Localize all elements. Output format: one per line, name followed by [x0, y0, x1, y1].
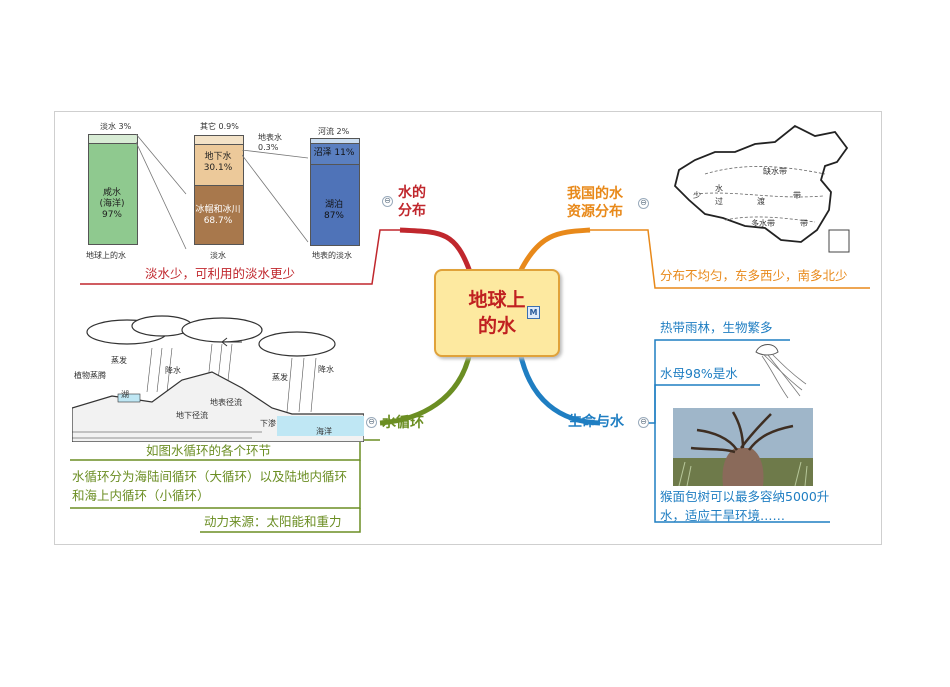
- surface-lake-label: 湖泊 87%: [323, 200, 344, 221]
- baobab-tree-image: [673, 408, 813, 486]
- surface-swamp-label: 沼泽 11%: [313, 148, 355, 158]
- branch-life-label[interactable]: 生命与水: [568, 414, 624, 430]
- link-cycle: [379, 351, 473, 426]
- fresh-ground-segment: [194, 144, 244, 186]
- earth-saline-segment: [88, 143, 138, 245]
- jellyfish-image: [755, 344, 807, 399]
- cycle-note-3: 动力来源：太阳能和重力: [204, 514, 342, 529]
- cycle-note-2: 水循环分为海陆间循环（大循环）以及陆地内循环和海上内循环（小循环）: [72, 469, 348, 503]
- china-map-outline: [674, 124, 850, 253]
- collapse-cycle-icon[interactable]: ⊖: [366, 417, 377, 428]
- fresh-ice-label: 冰帽和冰川 68.7%: [195, 205, 241, 226]
- water-cycle-drawing: [72, 315, 364, 442]
- cycle-label-infiltration: 下渗: [260, 419, 276, 428]
- collapse-distribution-icon[interactable]: ⊖: [382, 196, 393, 207]
- china-map-label-5: 渡: [757, 197, 765, 206]
- cycle-label-transpiration: 植物蒸腾: [74, 371, 106, 380]
- cycle-label-ocean: 海洋: [316, 427, 332, 436]
- china-map-label-4: 过: [715, 197, 723, 206]
- life-note-1: 热带雨林，生物繁多: [660, 320, 773, 335]
- china-note: 分布不均匀，东多西少，南多北少: [660, 268, 848, 283]
- cycle-label-evaporation-1: 蒸发: [111, 356, 127, 365]
- collapse-china-icon[interactable]: ⊖: [638, 198, 649, 209]
- surface-side-label: 地表水 0.3%: [258, 133, 282, 152]
- cycle-label-subsurface-runoff: 地下径流: [176, 411, 208, 420]
- branch-china-label[interactable]: 我国的水 资源分布: [567, 186, 623, 220]
- earth-fresh-top-label: 淡水 3%: [100, 122, 132, 131]
- life-note-2: 水母98%是水: [660, 366, 738, 381]
- cycle-label-surface-runoff: 地表径流: [210, 398, 242, 407]
- china-map-label-2: 少: [693, 191, 701, 200]
- earth-water-caption: 地球上的水: [86, 251, 126, 260]
- surface-water-caption: 地表的淡水: [312, 251, 352, 260]
- life-note-3: 猴面包树可以最多容纳5000升水，适应干旱环境……: [660, 489, 830, 523]
- cycle-label-precipitation-2: 降水: [318, 365, 334, 374]
- cycle-note-1: 如图水循环的各个环节: [146, 443, 272, 458]
- china-map-label-6: 带: [793, 191, 801, 200]
- fresh-ground-label: 地下水 30.1%: [203, 152, 233, 173]
- central-title: 地球上 的水: [468, 289, 526, 337]
- cycle-label-precipitation-1: 降水: [165, 366, 181, 375]
- surface-lake-segment: [310, 164, 360, 246]
- earth-saline-label: 咸水 (海洋) 97%: [99, 188, 125, 220]
- cycle-label-lake: 湖: [121, 390, 129, 399]
- branch-cycle-label[interactable]: 水循环: [382, 415, 424, 431]
- link-china: [517, 227, 591, 274]
- china-map-label-3: 水: [715, 184, 723, 193]
- fresh-water-caption: 淡水: [210, 251, 226, 260]
- central-topic[interactable]: 地球上 的水: [434, 269, 560, 357]
- surface-river-label: 河流 2%: [318, 127, 350, 136]
- fresh-ice-segment: [194, 185, 244, 245]
- collapse-life-icon[interactable]: ⊖: [638, 417, 649, 428]
- fresh-other-label: 其它 0.9%: [200, 122, 239, 131]
- china-map-label-8: 带: [800, 219, 808, 228]
- connector-zoom-lines-2: [242, 150, 309, 243]
- link-distribution: [399, 227, 473, 273]
- cycle-label-evaporation-2: 蒸发: [272, 373, 288, 382]
- distribution-note: 淡水少，可利用的淡水更少: [145, 266, 296, 281]
- link-life: [517, 351, 601, 426]
- china-map-label-7: 多水带: [751, 219, 775, 228]
- connector-zoom-lines: [136, 134, 187, 250]
- branch-distribution-label[interactable]: 水的 分布: [398, 185, 426, 219]
- china-map-label-1: 缺水带: [763, 167, 787, 176]
- mark-icon[interactable]: M: [527, 306, 540, 319]
